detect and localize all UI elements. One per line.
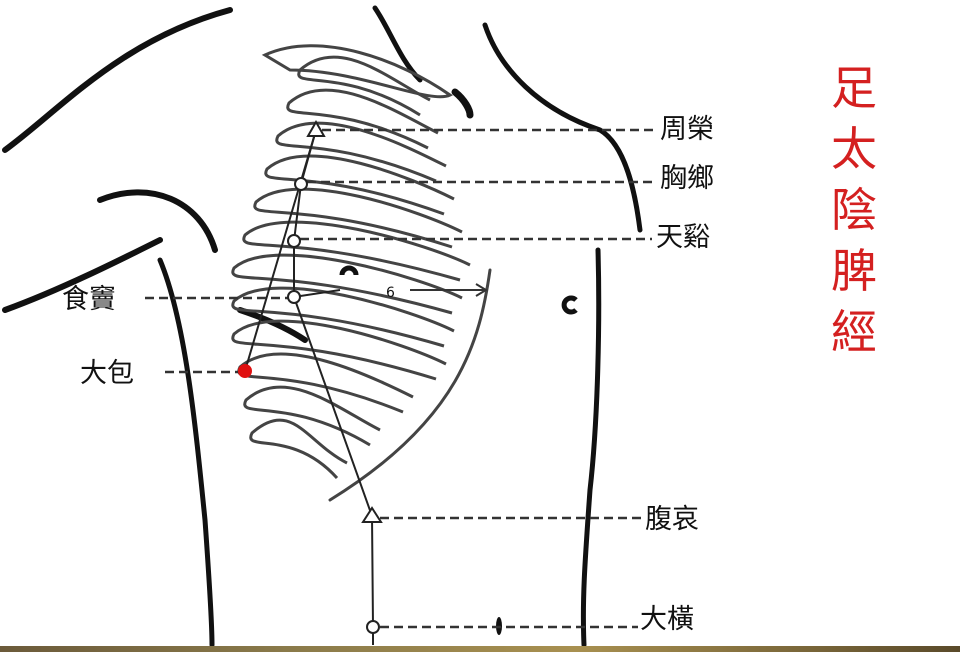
bottom-edge [0,646,960,652]
title-char: 陰 [831,183,877,237]
point-marker-xiongxiang [294,177,308,191]
rib [231,319,447,381]
meridian-line [244,129,374,645]
rib [286,88,439,150]
rib [231,253,463,315]
rib [237,352,414,414]
label-dabao: 大包 [80,358,134,389]
label-fuai: 腹哀 [645,504,699,535]
rib [242,220,471,282]
point-marker-daheng [366,620,380,634]
label-tianxi: 天谿 [656,222,710,253]
tissue-marks: 6 [339,265,578,635]
title-char: 經 [831,305,877,359]
rib [275,121,447,183]
point-marker-dabao [238,364,252,378]
leader-lines [145,128,655,629]
rib-cage [231,44,471,480]
rib [264,154,455,216]
rib [253,187,463,249]
point-marker-fuai [361,506,383,523]
label-shidou: 食竇 [62,284,116,315]
label-zhourong: 周榮 [660,114,714,145]
title-char: 太 [831,122,877,176]
label-daheng: 大橫 [640,604,694,635]
body-outline [2,5,643,648]
point-marker-tianxi [287,234,301,248]
title-char: 足 [831,61,877,115]
meridian-title: 足 太 陰 脾 經 [828,58,880,363]
point-marker-zhourong [306,119,326,137]
title-char: 脾 [831,244,877,298]
rib [243,385,381,447]
rib-number: 6 [386,285,395,301]
clavicle [261,44,453,99]
rib [249,418,348,480]
rib [231,286,455,348]
point-marker-shidou [287,290,301,304]
acupoints [238,119,383,634]
label-xiongxiang: 胸鄉 [660,163,714,194]
